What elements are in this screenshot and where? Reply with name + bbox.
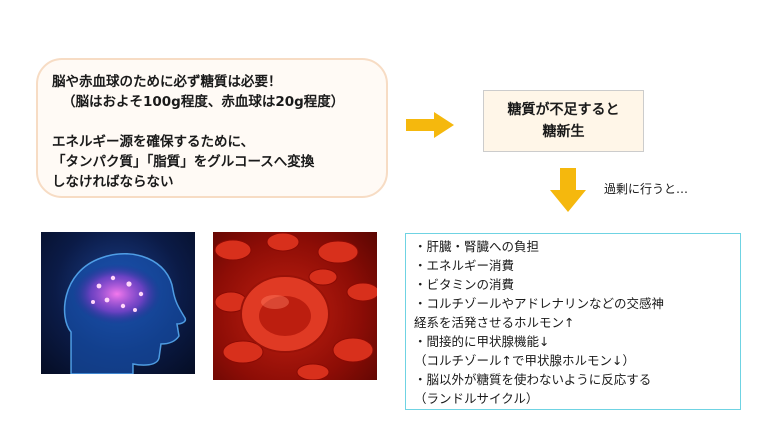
effect-item: ・脳以外が糖質を使わないように反応する <box>414 372 652 387</box>
effect-item: ・コルチゾールやアドレナリンなどの交感神 <box>414 296 665 311</box>
requirement-line-5: しなければならない <box>52 174 174 190</box>
effect-item-continued: （ランドルサイクル） <box>414 391 539 406</box>
gluconeogenesis-box: 糖質が不足すると 糖新生 <box>483 90 644 152</box>
requirement-line-4: 「タンパク質」「脂質」をグルコースへ変換 <box>52 154 315 170</box>
side-effects-box: ・肝臓・腎臓への負担 ・エネルギー消費 ・ビタミンの消費 ・コルチゾールやアドレ… <box>405 233 741 410</box>
effect-item: ・間接的に甲状腺機能↓ <box>414 334 550 349</box>
requirement-line-3: エネルギー源を確保するために、 <box>52 134 255 150</box>
effect-item-continued: （コルチゾール↑で甲状腺ホルモン↓） <box>414 353 635 368</box>
effect-item: ・エネルギー消費 <box>414 258 515 273</box>
effect-item-continued: 経系を活発させるホルモン↑ <box>414 315 575 330</box>
gluco-line-1: 糖質が不足すると <box>507 102 620 118</box>
arrow-right-icon <box>406 112 454 138</box>
brain-illustration-icon <box>63 253 187 374</box>
spacer <box>52 112 386 132</box>
brain-image <box>41 232 195 374</box>
excess-label: 過剰に行うと… <box>604 182 689 196</box>
gluco-line-2: 糖新生 <box>542 124 585 140</box>
effect-item: ・ビタミンの消費 <box>414 277 515 292</box>
effect-item: ・肝臓・腎臓への負担 <box>414 239 540 254</box>
red-blood-cell-illustration-icon <box>214 232 377 380</box>
requirement-line-1: 脳や赤血球のために必ず糖質は必要！ <box>52 74 282 90</box>
arrow-down-icon <box>550 168 586 212</box>
requirement-line-2: （脳はおよそ100g程度、赤血球は20g程度） <box>62 94 345 110</box>
carb-requirement-box: 脳や赤血球のために必ず糖質は必要！ （脳はおよそ100g程度、赤血球は20g程度… <box>36 58 388 198</box>
red-blood-cells-image <box>213 232 377 380</box>
